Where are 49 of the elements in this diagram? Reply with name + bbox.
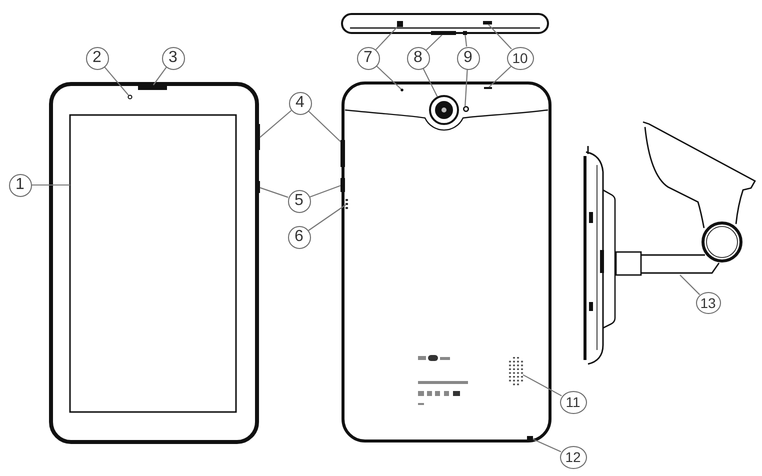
leader-line: [104, 66, 129, 96]
callout-number: 7: [356, 46, 380, 70]
screen: [69, 114, 237, 413]
callout-number: 9: [456, 46, 480, 70]
leader-line: [308, 110, 341, 142]
leader-line: [464, 34, 468, 47]
slot: [483, 21, 492, 24]
front-camera: [128, 94, 132, 100]
leader-line: [522, 374, 562, 396]
callout-number: 2: [86, 46, 108, 70]
leader-line: [488, 66, 512, 88]
leader-line: [464, 69, 468, 106]
callout-number: 13: [696, 292, 720, 314]
rear-camera: [429, 95, 459, 125]
button-tab: [431, 31, 456, 35]
callout-number: 1: [8, 174, 32, 196]
leader-line: [308, 204, 346, 231]
leader-line: [532, 438, 562, 452]
side-button: [256, 181, 260, 193]
slot-mark: [484, 87, 492, 89]
callout-number: 11: [560, 390, 586, 414]
port: [397, 21, 403, 27]
leader-line: [32, 184, 70, 186]
callout-number: 12: [560, 446, 586, 468]
leader-line: [152, 66, 167, 86]
callout-number: 3: [162, 46, 184, 70]
callout-number: 5: [288, 190, 310, 212]
small-button: [463, 31, 467, 35]
leader-line: [310, 185, 341, 198]
callout-number: 8: [406, 46, 430, 70]
callout-number: 6: [288, 226, 310, 248]
leader-line: [376, 66, 402, 90]
port: [346, 199, 348, 209]
small-hole: [400, 88, 404, 92]
leader-line: [422, 68, 438, 97]
leader-line: [260, 187, 288, 198]
speaker-grille: [509, 357, 523, 386]
earpiece-slot: [138, 85, 167, 90]
mount-arm: [615, 251, 720, 276]
callout-number: 4: [288, 92, 312, 114]
corner-hole: [527, 436, 533, 440]
flash: [463, 106, 469, 112]
callout-number: 10: [506, 46, 534, 70]
leader-line: [488, 24, 512, 50]
leader-line: [426, 34, 442, 50]
leader-line: [680, 274, 700, 296]
leader-line: [376, 26, 398, 50]
side-button: [256, 124, 260, 150]
leader-line: [260, 110, 292, 138]
